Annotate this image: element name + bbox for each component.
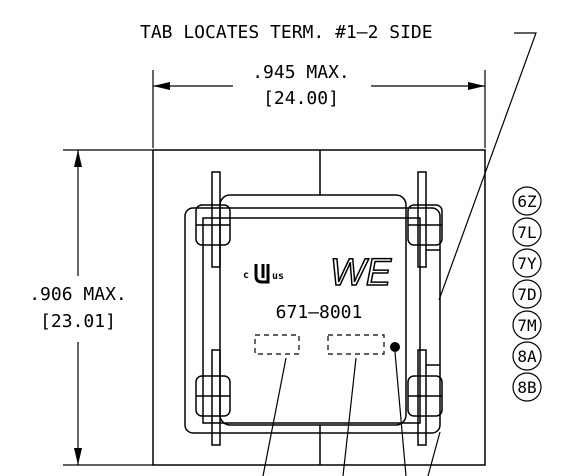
width-arrow-left [153,82,170,90]
tab-note-leader [438,32,537,301]
height-arrow-bottom [74,448,82,465]
callout-circle [512,186,542,216]
leader-line-3 [394,351,407,476]
callout-circle [512,279,542,309]
leader-line-2 [342,357,357,476]
ul-mark-c: c [243,270,249,281]
tab-note: TAB LOCATES TERM. #1–2 SIDE [140,22,433,43]
callout-label: 7L [517,223,536,242]
leader-line-4 [427,431,441,476]
width-arrow-right [468,82,485,90]
callout-circle [512,248,542,278]
dashed-pad-left [254,334,300,355]
core-frame [184,194,441,434]
callout-label: 7M [517,316,536,335]
we-logo: WE [330,252,392,294]
callout-circle [512,372,542,402]
height-dim-max: .906 MAX. [29,284,127,305]
clip-top-left [195,171,231,268]
callout-list: 6Z 7L 7Y 7D 7M 8A 8B [512,186,542,402]
ul-mark: c us [243,264,284,284]
height-dim-metric: [23.01] [40,311,116,332]
callout-circle [512,310,542,340]
callout-label: 7D [517,285,536,304]
ul-mark-us: us [272,271,284,282]
callout-label: 8B [517,378,536,397]
ul-logo-icon [254,264,270,284]
leader-line-1 [262,357,287,476]
clip-bottom-left [195,349,231,446]
callout-label: 7Y [517,254,537,273]
pin1-marker-dot [390,342,400,352]
part-number: 671–8001 [276,302,363,323]
callout-circle [512,341,542,371]
callout-label: 6Z [517,192,537,211]
width-dim-metric: [24.00] [263,88,339,109]
dashed-pad-right [327,334,385,355]
clip-bottom-right [407,349,443,446]
component-outline [152,149,486,466]
width-dim-max: .945 MAX. [252,62,350,83]
clip-top-right [407,171,443,268]
callout-circle [512,217,542,247]
callout-label: 8A [517,347,537,366]
height-arrow-top [74,150,82,167]
